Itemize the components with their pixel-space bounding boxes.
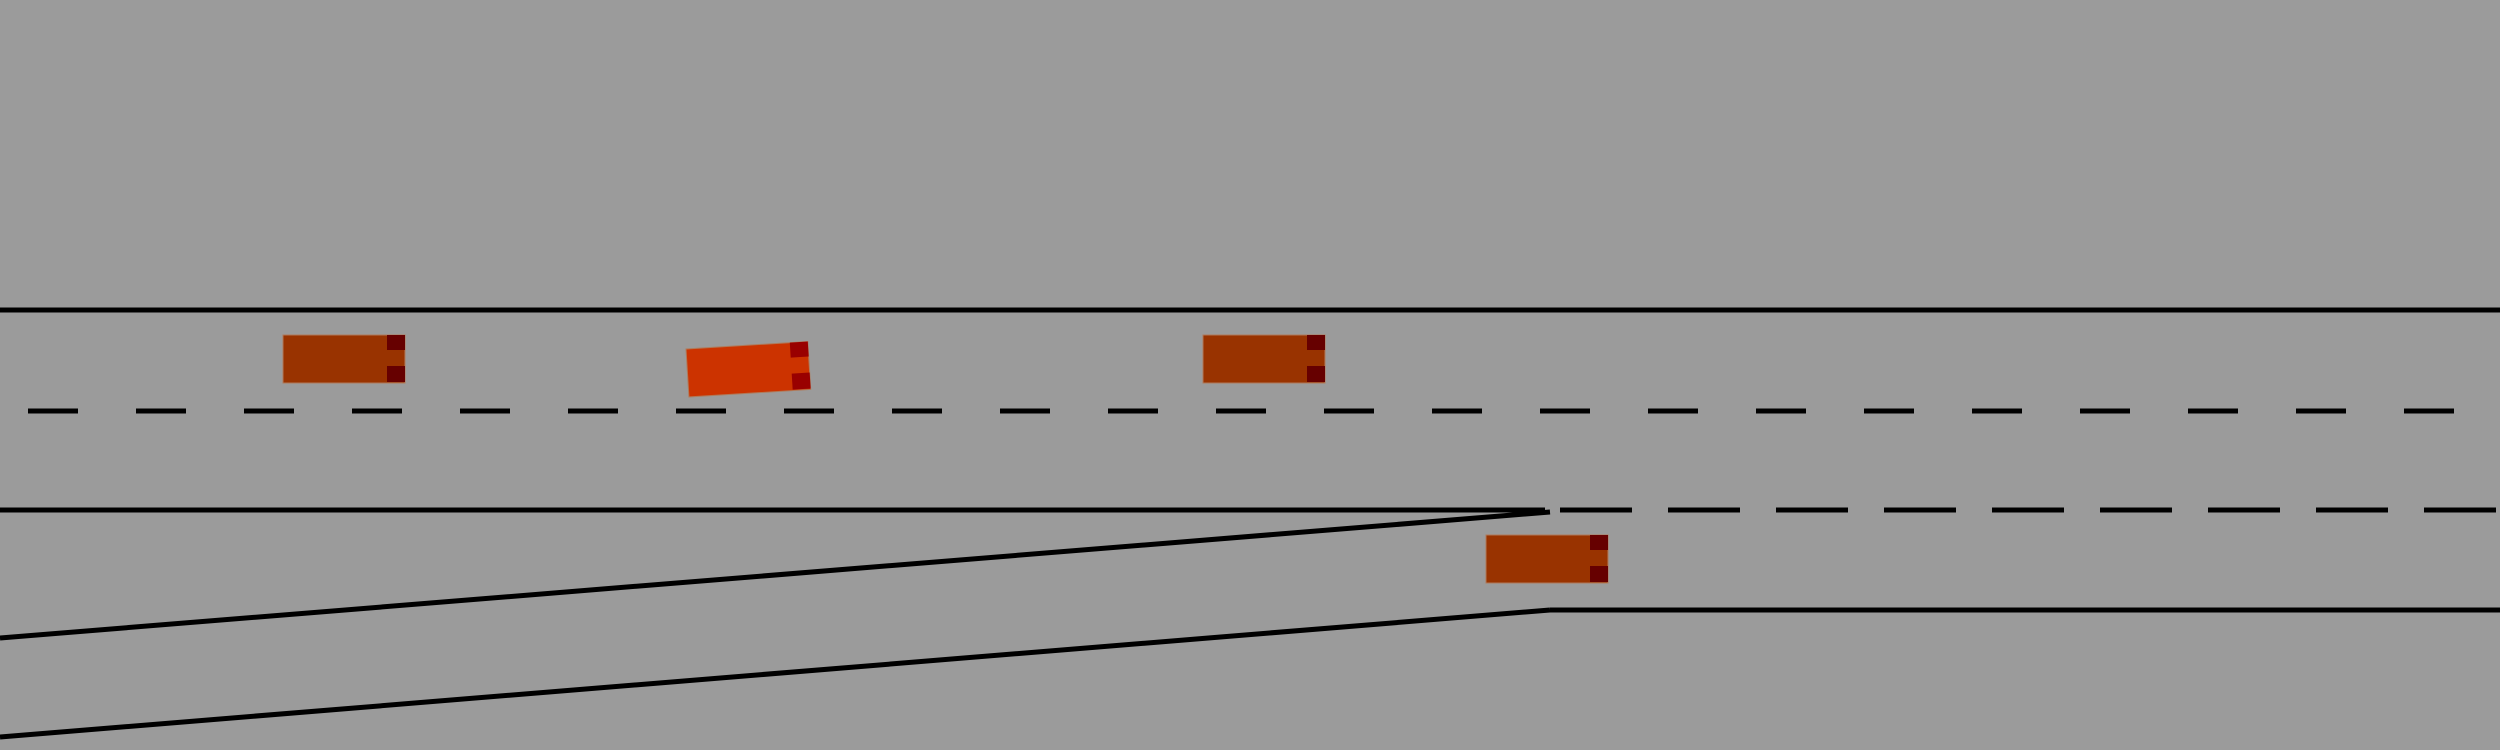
vehicle-body [282, 334, 406, 384]
vehicle-front-light [1307, 366, 1325, 382]
vehicle-front-light [1590, 535, 1608, 550]
vehicle-front-light [791, 372, 811, 390]
vehicle-front-light [387, 335, 405, 350]
ramp-lower-boundary [0, 607, 1551, 740]
vehicle-front-light [1307, 335, 1325, 350]
vehicle-front-light [1590, 566, 1608, 582]
vehicle-body [1202, 334, 1326, 384]
ramp-upper-boundary [0, 509, 1551, 641]
vehicle-body [1485, 534, 1609, 584]
vehicle-body [685, 341, 812, 398]
vehicle-car-3 [1202, 334, 1326, 384]
vehicle-car-1 [282, 334, 406, 384]
vehicle-front-light [387, 366, 405, 382]
vehicle-car-4 [1485, 534, 1609, 584]
vehicle-car-2-ego [685, 341, 812, 398]
vehicle-front-light [789, 341, 809, 358]
